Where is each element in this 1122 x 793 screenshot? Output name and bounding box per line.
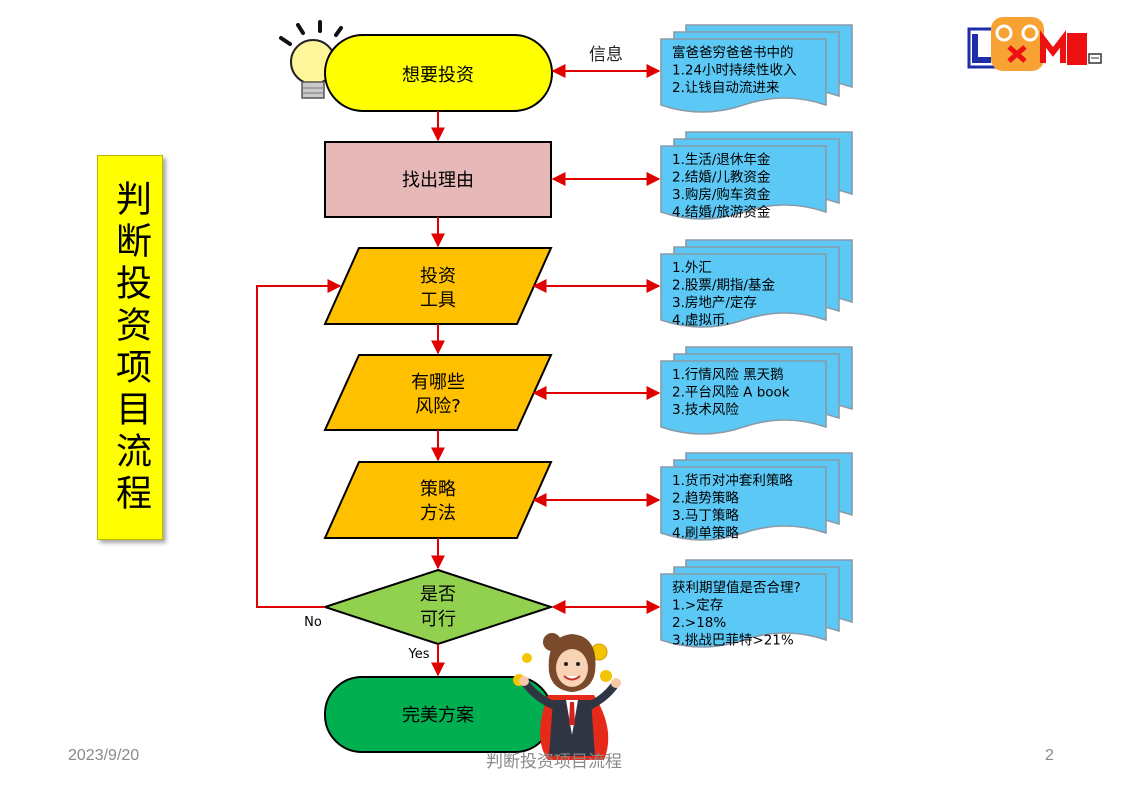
note-6-line-1: 获利期望值是否合理? [672,580,801,596]
note-5-line-1: 1.货币对冲套利策略 [672,472,793,489]
reason-node [324,141,552,218]
note-5-line-4: 4.刷单策略 [672,525,739,542]
tools-label-2: 工具 [420,290,456,311]
note-6-line-4: 3.挑战巴菲特>21% [672,633,794,649]
strategy-label-1: 策略 [420,479,456,500]
note-2-line-4: 4.结婚/旅游资金 [672,205,771,221]
note-2-line-1: 1.生活/退休年金 [672,152,771,168]
yes-label: Yes [408,647,430,662]
info-label: 信息 [589,45,623,65]
tools-node [323,247,553,325]
note-4-line-1: 1.行情风险 黑天鹅 [672,366,784,383]
footer-date: 2023/9/20 [68,747,140,764]
note-4-line-3: 3.技术风险 [672,402,739,418]
note-4-line-2: 2.平台风险 A book [672,385,790,401]
note-2-line-3: 3.购房/购车资金 [672,186,771,203]
businesswoman-coins-icon [513,633,621,760]
risks-label-2: 风险? [415,396,461,417]
footer-title: 判断投资项目流程 [486,752,622,771]
reason-label: 找出理由 [402,170,474,191]
note-5-line-3: 3.马丁策略 [672,507,739,524]
note-3: 1.外汇2.股票/期指/基金3.房地产/定存 4.虚拟币. [660,239,853,329]
note-3-line-2: 2.股票/期指/基金 [672,277,775,294]
side-title: 判断投资项目流程 [97,155,163,540]
risks-label-1: 有哪些 [411,372,465,393]
loxm-logo [967,17,1102,71]
end-label: 完美方案 [402,705,474,726]
arrow-no-loop [256,279,342,608]
note-1-line-1: 富爸爸穷爸爸书中的 [672,44,794,61]
note-2-line-2: 2.结婚/儿教资金 [672,170,771,186]
strategy-node [323,461,553,539]
strategy-label-2: 方法 [420,503,456,524]
risks-node [323,354,553,431]
note-6: 获利期望值是否合理? 1.>定存2.>18% 3.挑战巴菲特>21% [660,559,853,649]
note-3-line-4: 4.虚拟币. [672,313,730,329]
note-1-line-3: 2.让钱自动流进来 [672,80,780,96]
decision-label-1: 是否 [420,584,456,605]
tools-label-1: 投资 [420,266,456,287]
no-label: No [304,615,322,630]
note-6-line-2: 1.>定存 [672,598,723,614]
note-6-line-3: 2.>18% [672,615,726,631]
footer-page: 2 [1045,747,1054,764]
note-3-line-1: 1.外汇 [672,260,712,276]
note-1-line-2: 1.24小时持续性收入 [672,63,797,79]
note-5-line-2: 2.趋势策略 [672,490,739,507]
decision-label-2: 可行 [420,609,456,630]
start-label: 想要投资 [402,65,474,86]
decision-node [321,568,555,646]
note-3-line-3: 3.房地产/定存 [672,295,757,311]
